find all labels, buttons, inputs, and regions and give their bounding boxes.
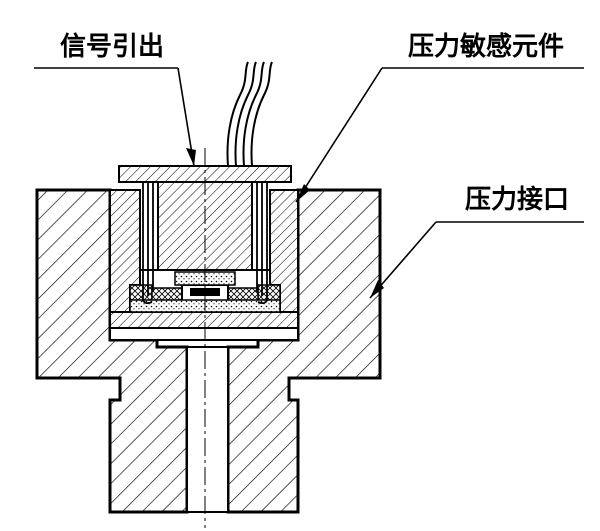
die-chip xyxy=(190,288,220,296)
pressure-channel xyxy=(186,346,229,513)
label-signal-lead: 信号引出 xyxy=(34,32,196,167)
signal-wires xyxy=(226,61,273,167)
signal-lead-label: 信号引出 xyxy=(60,32,164,62)
pressure-port-label: 压力接口 xyxy=(465,185,569,215)
signal-lead-conductors xyxy=(142,182,268,305)
label-pressure-sensing-element: 压力敏感元件 xyxy=(295,32,584,203)
housing-base-plate xyxy=(109,311,299,329)
pressure-sensing-element-label: 压力敏感元件 xyxy=(408,32,564,62)
label-pressure-port: 压力接口 xyxy=(369,185,584,299)
sensing-core xyxy=(157,181,253,271)
housing-lower-flange xyxy=(109,327,299,341)
pressure-port-body xyxy=(35,188,382,514)
